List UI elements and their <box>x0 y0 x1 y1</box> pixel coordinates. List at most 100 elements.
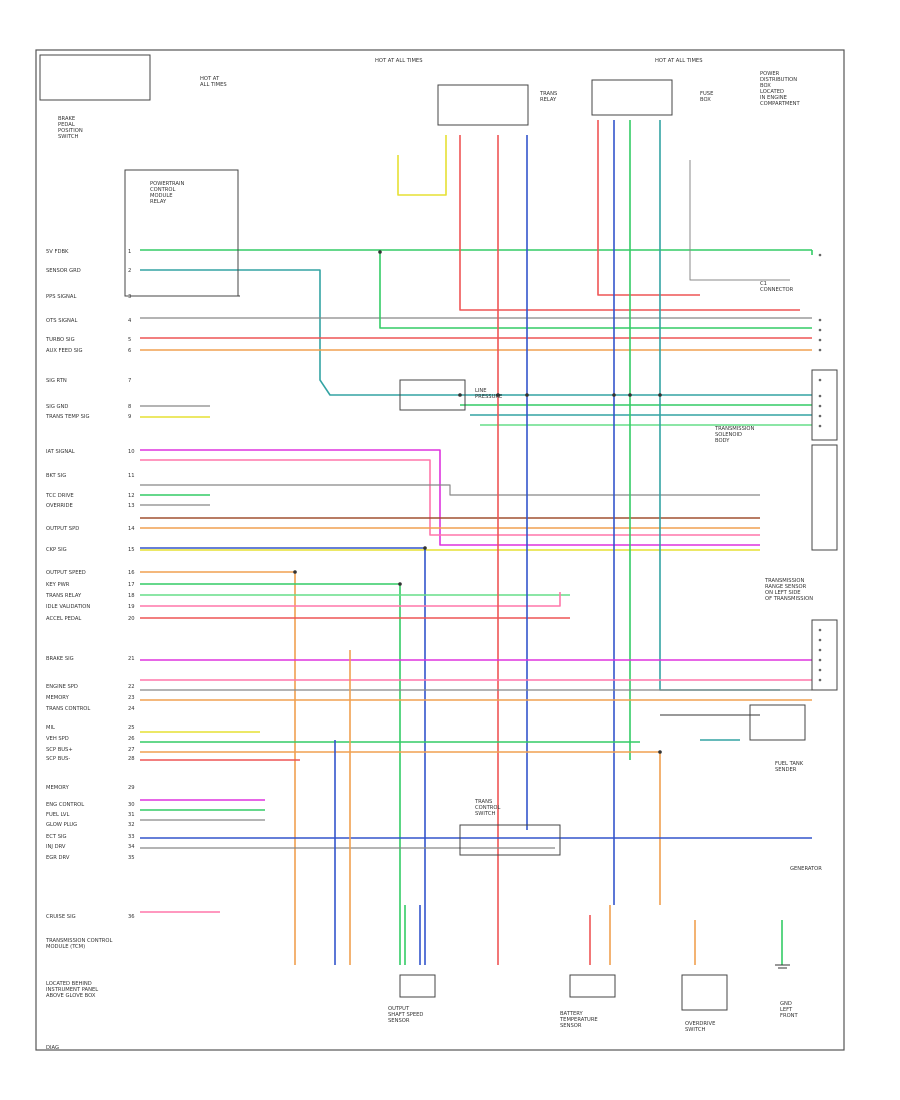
line-pressure-label: PRESSURE <box>475 394 502 400</box>
component-blocks <box>39 54 838 1011</box>
connector-pin <box>818 668 822 672</box>
pin-number: 19 <box>128 604 135 610</box>
pin-label: BRAKE SIG <box>46 656 74 662</box>
pin-label: FUEL LVL <box>46 812 69 818</box>
pin-label: TRANS TEMP SIG <box>45 414 89 420</box>
connector-pin <box>818 414 822 418</box>
pin-number: 1 <box>128 249 131 255</box>
oss-label: OUTPUT <box>388 1006 410 1012</box>
pin-number: 27 <box>128 747 135 753</box>
pin-label: VEH SPD <box>46 736 69 742</box>
brake-switch-label: SWITCH <box>58 134 78 140</box>
splice-dot <box>378 250 382 254</box>
connector-pin <box>818 628 822 632</box>
splice-dot <box>423 546 427 550</box>
pin-number: 35 <box>128 855 135 861</box>
brake-switch-label: POSITION <box>58 128 83 134</box>
trs-label: ON LEFT SIDE <box>765 590 801 596</box>
right-connector-c3 <box>811 619 838 691</box>
pdb-label: POWER <box>760 71 780 77</box>
pdb-label: IN ENGINE <box>760 95 787 101</box>
bottom-note: INSTRUMENT PANEL <box>46 987 98 993</box>
pin-number: 33 <box>128 834 135 840</box>
pin-label: MEMORY <box>46 695 70 701</box>
wire-blue-1 <box>140 547 426 965</box>
corner-label: DIAG <box>46 1045 59 1051</box>
pin-number: 16 <box>128 570 135 576</box>
pin-number: 10 <box>128 449 135 455</box>
pin-number: 8 <box>128 404 131 410</box>
pin-number: 31 <box>128 812 135 818</box>
wire-magenta-1 <box>140 449 760 546</box>
pin-number: 34 <box>128 844 135 850</box>
pin-number: 23 <box>128 695 135 701</box>
bottom-comp-2 <box>569 974 616 998</box>
pin-label: GLOW PLUG <box>46 822 77 828</box>
wire-teal-1 <box>140 269 460 396</box>
generator-label: GENERATOR <box>790 866 822 872</box>
pin-label: SCP BUS- <box>46 756 70 762</box>
pin-number: 29 <box>128 785 135 791</box>
splice-dot <box>658 393 662 397</box>
wire-yellow-top <box>397 135 447 196</box>
pdb-label: DISTRIBUTION <box>760 77 797 83</box>
trs-label: RANGE SENSOR <box>765 584 807 590</box>
connector-pin <box>818 394 822 398</box>
line-pressure-label: LINE <box>475 388 487 394</box>
oss-label: SENSOR <box>388 1018 410 1024</box>
trans-relay-label: TRANS <box>539 91 557 97</box>
splice-dot <box>398 582 402 586</box>
wire-pink-2 <box>140 592 561 607</box>
pin-number: 12 <box>128 493 135 499</box>
pin-label: TCC DRIVE <box>45 493 74 499</box>
c1-label: CONNECTOR <box>760 287 794 293</box>
fuse-label: FUSE <box>700 91 713 97</box>
brake-switch-box <box>124 169 239 297</box>
wires <box>140 120 813 965</box>
pin-number: 7 <box>128 378 131 384</box>
pdb-label: LOCATED <box>760 89 784 95</box>
wire-green-5 <box>140 583 401 965</box>
trs-label: OF TRANSMISSION <box>765 596 813 602</box>
pin-label: TURBO SIG <box>45 337 75 343</box>
splice-dot <box>496 393 500 397</box>
connector-pin <box>818 424 822 428</box>
splice-label: SWITCH <box>475 811 495 817</box>
wire-gray-3 <box>140 484 760 496</box>
fuel-label: SENDER <box>775 767 797 773</box>
pin-number: 2 <box>128 268 131 274</box>
fuse-box-block <box>591 79 673 116</box>
bottom-note: LOCATED BEHIND <box>46 981 92 987</box>
connector-pin <box>818 253 822 257</box>
bat-temp-label: SENSOR <box>560 1023 582 1029</box>
pin-label: IDLE VALIDATION <box>46 604 90 610</box>
pin-label: KEY PWR <box>46 582 70 588</box>
pdb-label: BOX <box>760 83 771 89</box>
hot-label: ALL TIMES <box>200 82 227 88</box>
pin-label: SENSOR GRD <box>46 268 81 274</box>
splice-dot <box>293 570 297 574</box>
hot-right-label: HOT AT ALL TIMES <box>655 58 703 64</box>
trans-relay-box <box>437 84 529 126</box>
pin-label: ENG CONTROL <box>46 802 84 808</box>
connector-pin <box>818 378 822 382</box>
c1-label: C1 <box>760 281 767 287</box>
fuel-label: FUEL TANK <box>775 761 804 767</box>
pin-number: 21 <box>128 656 135 662</box>
pin-number: 14 <box>128 526 135 532</box>
splice-dot <box>525 393 529 397</box>
trs-label: TRANSMISSION <box>764 578 804 584</box>
pin-number: 13 <box>128 503 135 509</box>
hot-label: HOT AT <box>200 76 220 82</box>
pin-number: 9 <box>128 414 131 420</box>
solenoid-label: TRANSMISSION <box>714 426 754 432</box>
pin-number: 17 <box>128 582 135 588</box>
splice-label: TRANS <box>474 799 492 805</box>
bat-temp-label: BATTERY <box>560 1011 583 1017</box>
pin-label: TRANS CONTROL <box>45 706 90 712</box>
pin-label: ACCEL PEDAL <box>46 616 81 622</box>
pcm-relay-label: RELAY <box>150 199 167 205</box>
splice-dot <box>658 750 662 754</box>
